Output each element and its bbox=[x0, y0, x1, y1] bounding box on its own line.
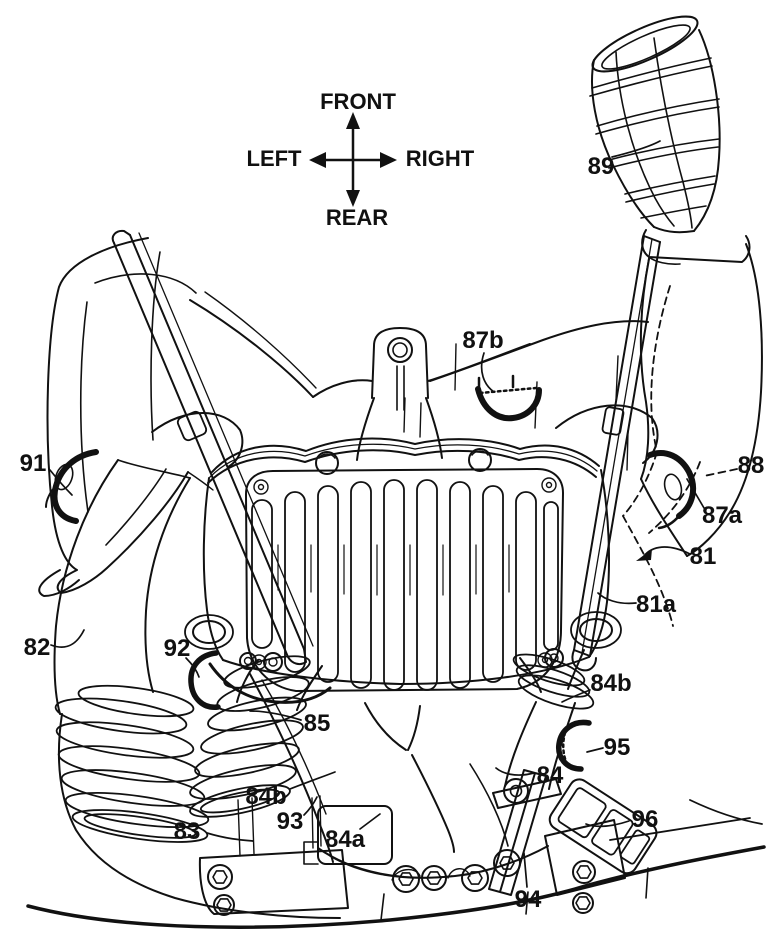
ribbed-cover-81a-drawing bbox=[245, 468, 564, 692]
ref-label-96: 96 bbox=[631, 806, 659, 833]
ref-label-83: 83 bbox=[173, 818, 201, 845]
ref-label-87a: 87a bbox=[701, 502, 743, 529]
side-ears-drawing bbox=[184, 611, 622, 672]
mid-boot-85-drawing bbox=[189, 655, 332, 818]
ref-label-85: 85 bbox=[303, 710, 331, 737]
ref-label-81: 81 bbox=[689, 543, 717, 570]
left-funnel-duct-drawing bbox=[38, 237, 197, 597]
ref-label-82: 82 bbox=[23, 634, 51, 661]
hidden-dashed-lines-drawing bbox=[622, 285, 738, 627]
ref-label-94: 94 bbox=[514, 886, 542, 913]
upper-body-drawing bbox=[151, 291, 531, 491]
ref-label-84: 84 bbox=[536, 762, 564, 789]
compass-label-right: RIGHT bbox=[405, 146, 475, 171]
intake-snorkel-89-drawing bbox=[589, 15, 751, 265]
ref-label-89: 89 bbox=[587, 153, 615, 180]
frame-rails-drawing bbox=[111, 229, 661, 672]
left-pipe-82-drawing bbox=[53, 459, 210, 843]
ref-label-81a: 81a bbox=[635, 591, 677, 618]
ref-label-93: 93 bbox=[276, 808, 304, 835]
airbox-shell-81-drawing bbox=[202, 437, 610, 685]
compass-arrows bbox=[309, 112, 397, 207]
compass-label-rear: REAR bbox=[325, 205, 389, 230]
compass-label-front: FRONT bbox=[320, 89, 396, 114]
ref-label-88: 88 bbox=[737, 452, 765, 479]
bottom-engine-drawing bbox=[26, 713, 766, 929]
center-bracket-drawing bbox=[356, 327, 443, 461]
ref-label-87b: 87b bbox=[462, 327, 504, 354]
ref-label-84b-left: 84b bbox=[245, 783, 287, 810]
label-leader-lines bbox=[49, 140, 705, 888]
ref-label-91: 91 bbox=[19, 450, 47, 477]
hose-clamps-drawing bbox=[45, 374, 697, 772]
compass-label-left: LEFT bbox=[246, 146, 302, 171]
ref-label-95: 95 bbox=[603, 734, 631, 761]
ref-label-84b-right: 84b bbox=[590, 670, 632, 697]
ref-label-92: 92 bbox=[163, 635, 191, 662]
device-96-drawing bbox=[548, 778, 658, 875]
ref-label-84a: 84a bbox=[324, 826, 366, 853]
